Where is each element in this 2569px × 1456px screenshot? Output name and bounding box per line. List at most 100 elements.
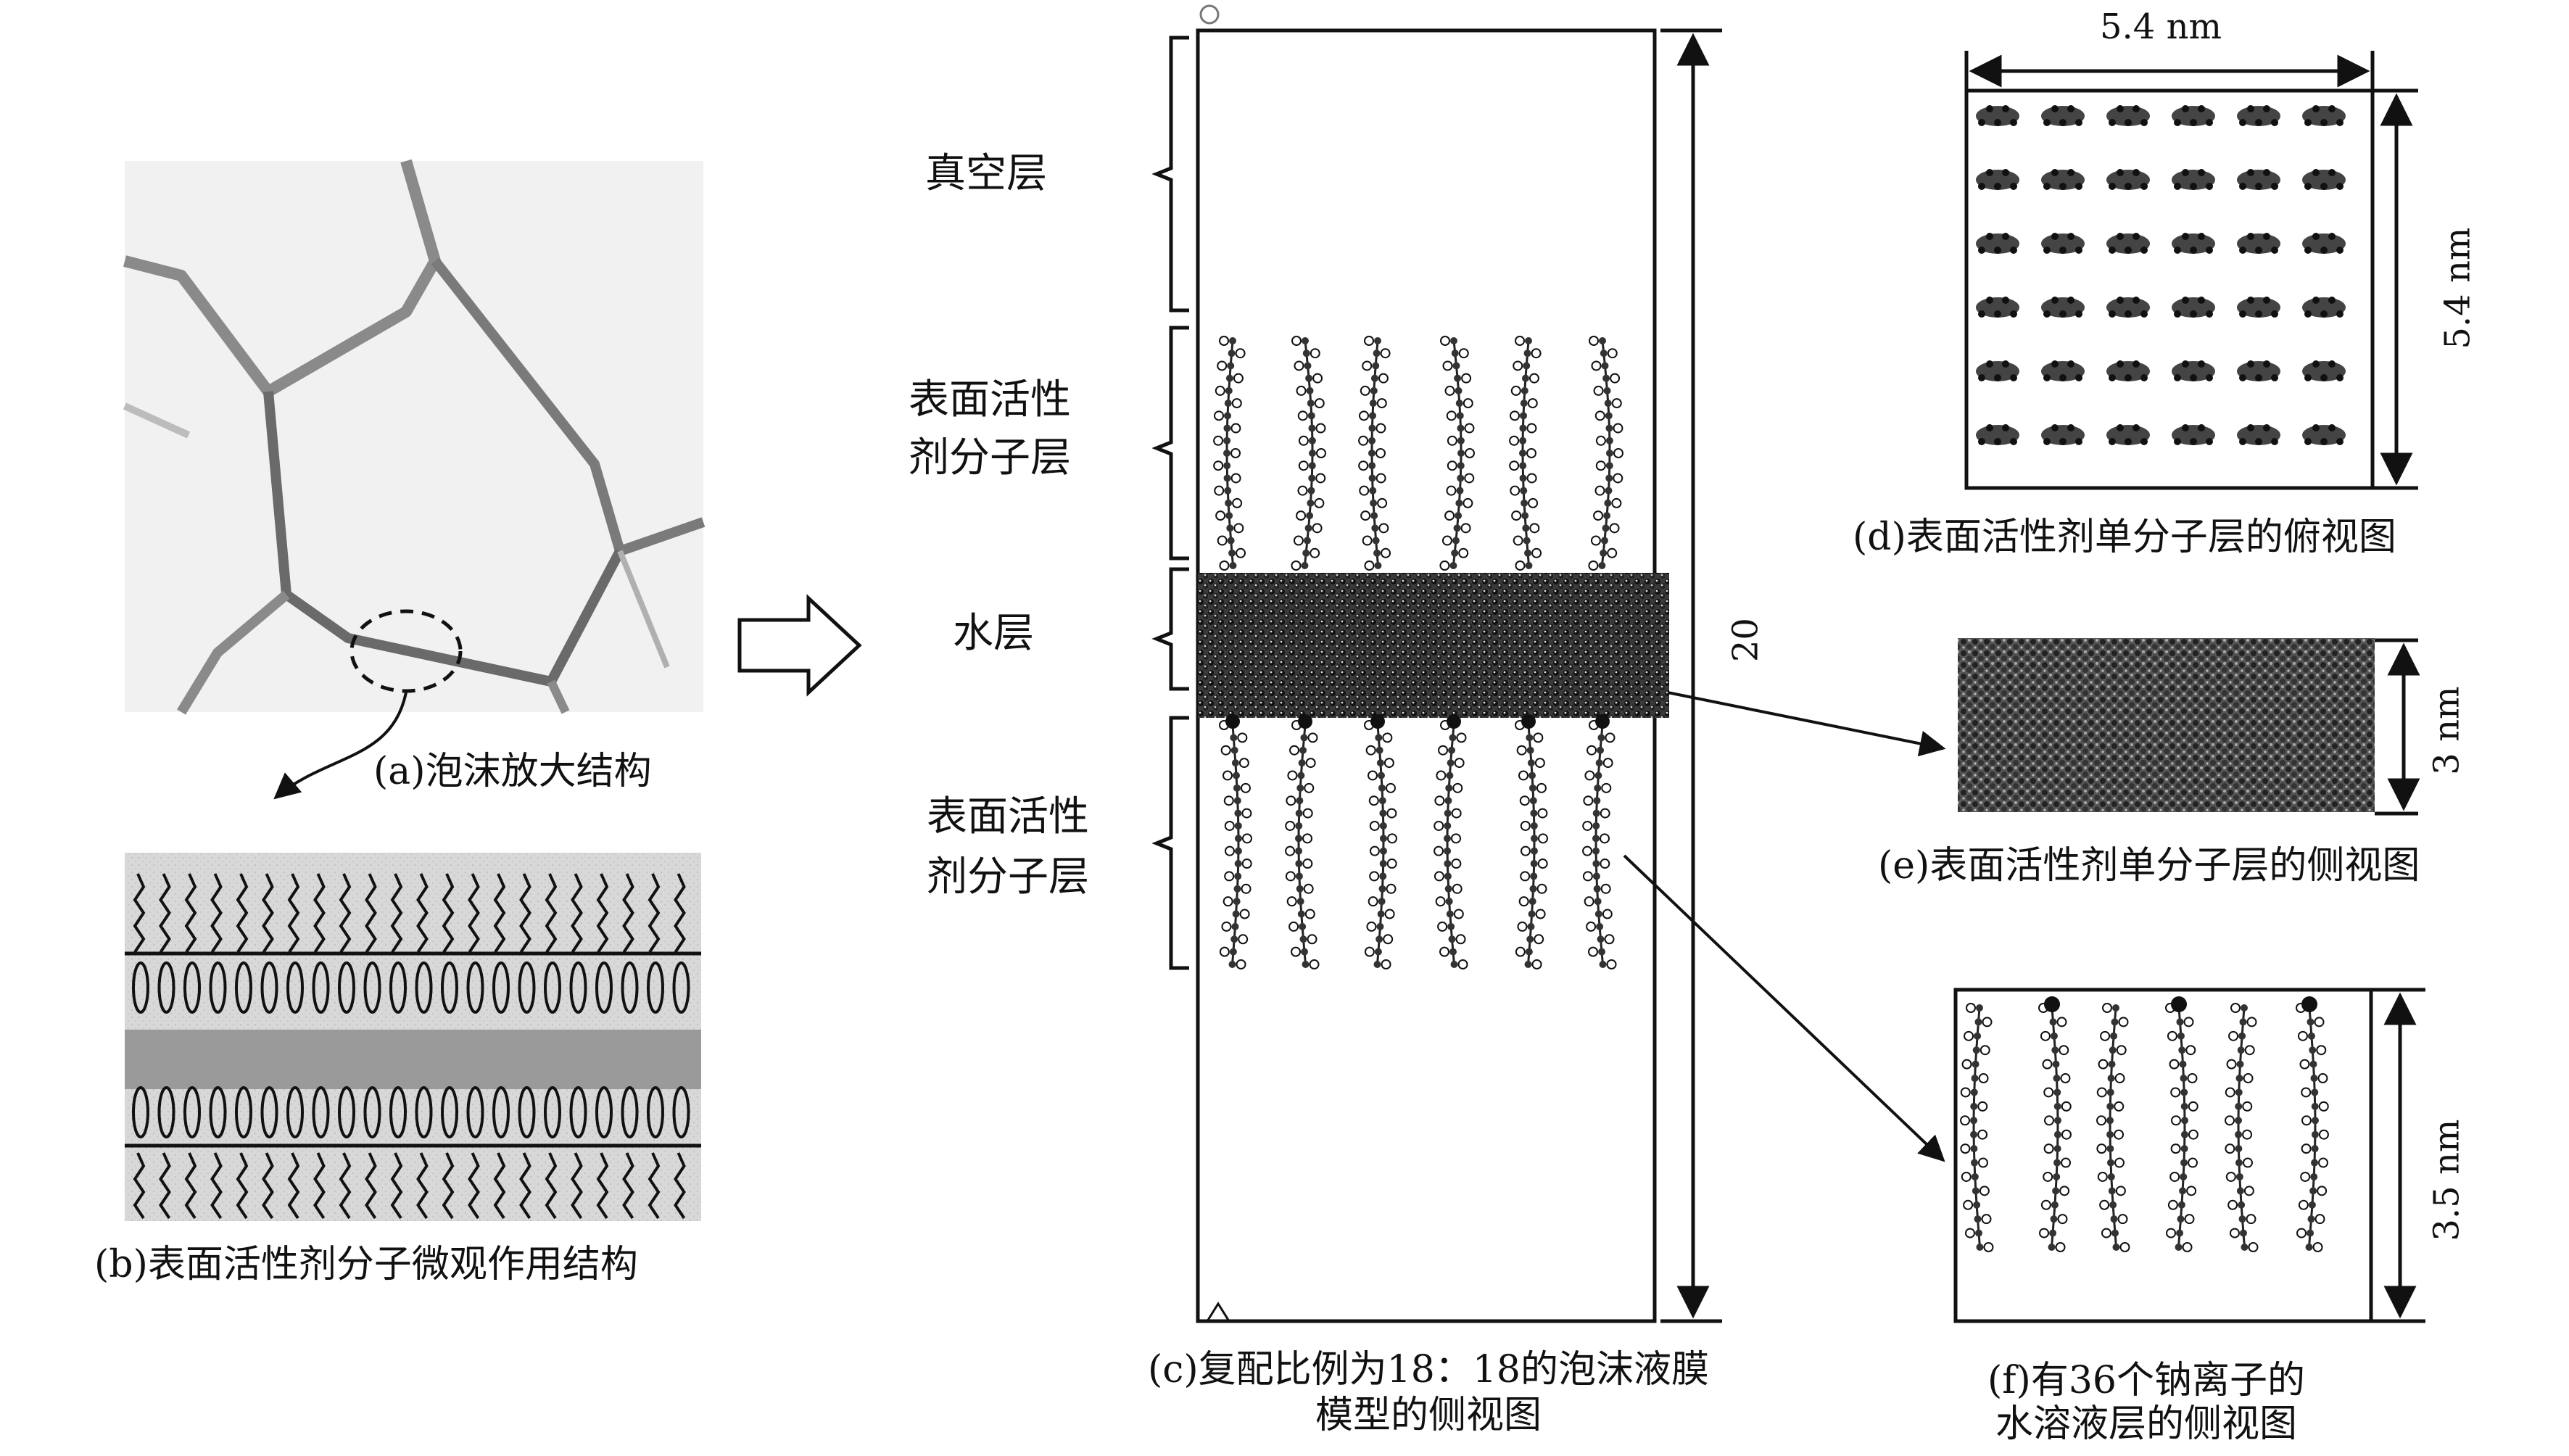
atom xyxy=(2307,1229,2314,1237)
atom xyxy=(1528,497,1539,508)
atom xyxy=(2106,1088,2114,1096)
atom xyxy=(2206,119,2213,126)
atom xyxy=(1521,386,1528,394)
height-dimension-e xyxy=(2375,638,2420,816)
atom xyxy=(1582,845,1593,856)
label-width-d: 5.4 nm xyxy=(2099,7,2222,47)
atom xyxy=(1592,822,1600,830)
atom xyxy=(1364,336,1374,346)
atom xyxy=(1379,809,1387,817)
atom xyxy=(2271,247,2278,254)
atom xyxy=(1607,348,1618,359)
atom xyxy=(1441,535,1452,546)
atom xyxy=(1528,784,1536,792)
atom xyxy=(2061,1101,2072,1112)
atom xyxy=(1613,423,1623,434)
tail-zigzag xyxy=(184,873,197,954)
atom xyxy=(1461,373,1472,384)
atom xyxy=(2108,1187,2116,1195)
atom xyxy=(2187,1073,2198,1084)
tail-zigzag xyxy=(210,873,223,954)
atom xyxy=(1213,460,1224,471)
atom xyxy=(2239,374,2246,381)
atom xyxy=(1379,872,1387,880)
atom xyxy=(1309,959,1320,969)
atom xyxy=(1444,797,1452,805)
atom xyxy=(2067,297,2074,304)
atom xyxy=(2075,183,2082,190)
atom xyxy=(1295,822,1303,830)
atom xyxy=(1223,474,1231,482)
atom xyxy=(1379,847,1387,855)
atom xyxy=(1446,772,1454,779)
atom xyxy=(2059,1045,2069,1056)
top-view-box xyxy=(1964,88,2375,490)
atom xyxy=(2112,1004,2119,1012)
atom xyxy=(2235,1172,2243,1180)
atom xyxy=(1445,898,1453,906)
atom xyxy=(2043,374,2051,381)
atom xyxy=(2075,374,2082,381)
atom xyxy=(2042,1059,2053,1070)
atom xyxy=(1376,759,1384,767)
atom xyxy=(1234,860,1242,868)
atom xyxy=(1463,398,1473,409)
atom xyxy=(2043,438,2051,445)
atom xyxy=(1978,1073,1989,1084)
atom xyxy=(2336,119,2343,126)
atom xyxy=(1525,562,1533,569)
head-oval xyxy=(183,961,201,1014)
atom xyxy=(1449,562,1457,569)
atom xyxy=(1306,512,1314,520)
atom xyxy=(1312,373,1323,384)
atom xyxy=(2170,1143,2181,1154)
ion-layer-box xyxy=(1953,988,2373,1323)
atom xyxy=(1986,360,1993,368)
atom xyxy=(1444,885,1452,893)
atom xyxy=(1374,948,1382,956)
atom xyxy=(1600,537,1608,545)
atom xyxy=(1994,119,2001,126)
atom xyxy=(2140,247,2148,254)
atom xyxy=(1960,1115,1971,1126)
atom xyxy=(2067,169,2074,176)
atom xyxy=(2175,1244,2183,1251)
atom xyxy=(2198,360,2205,368)
atom xyxy=(1594,410,1605,421)
atom xyxy=(2010,310,2017,318)
atom xyxy=(1528,898,1536,906)
atom xyxy=(1604,934,1615,945)
atom xyxy=(1219,561,1230,571)
atom xyxy=(1368,450,1376,457)
atom xyxy=(1593,385,1604,396)
arrow-to-e xyxy=(1667,691,1946,757)
atom xyxy=(2059,1186,2070,1196)
atom xyxy=(1536,883,1547,894)
atom xyxy=(1588,561,1599,571)
atom xyxy=(1364,946,1375,957)
atom xyxy=(1530,835,1538,843)
atom xyxy=(1519,462,1527,470)
tail-zigzag xyxy=(416,873,429,954)
atom xyxy=(2177,1215,2185,1223)
atom xyxy=(1368,437,1376,444)
atom xyxy=(1523,349,1531,357)
tail-zigzag xyxy=(442,1152,455,1220)
atom xyxy=(2057,1214,2068,1225)
atom xyxy=(1372,362,1380,370)
atom xyxy=(1298,435,1309,446)
atom xyxy=(1978,438,1985,445)
atom xyxy=(1224,487,1232,495)
atom xyxy=(2096,1087,2107,1098)
atom xyxy=(1302,808,1313,819)
atom xyxy=(2183,1017,2194,1027)
atom xyxy=(2106,1117,2114,1125)
atom xyxy=(2117,297,2124,304)
atom xyxy=(1233,523,1244,534)
atom xyxy=(1450,337,1457,344)
atom xyxy=(2239,183,2246,190)
atom xyxy=(2255,119,2262,126)
atom xyxy=(2247,297,2254,304)
atom xyxy=(1588,946,1599,957)
atom xyxy=(1386,859,1397,869)
